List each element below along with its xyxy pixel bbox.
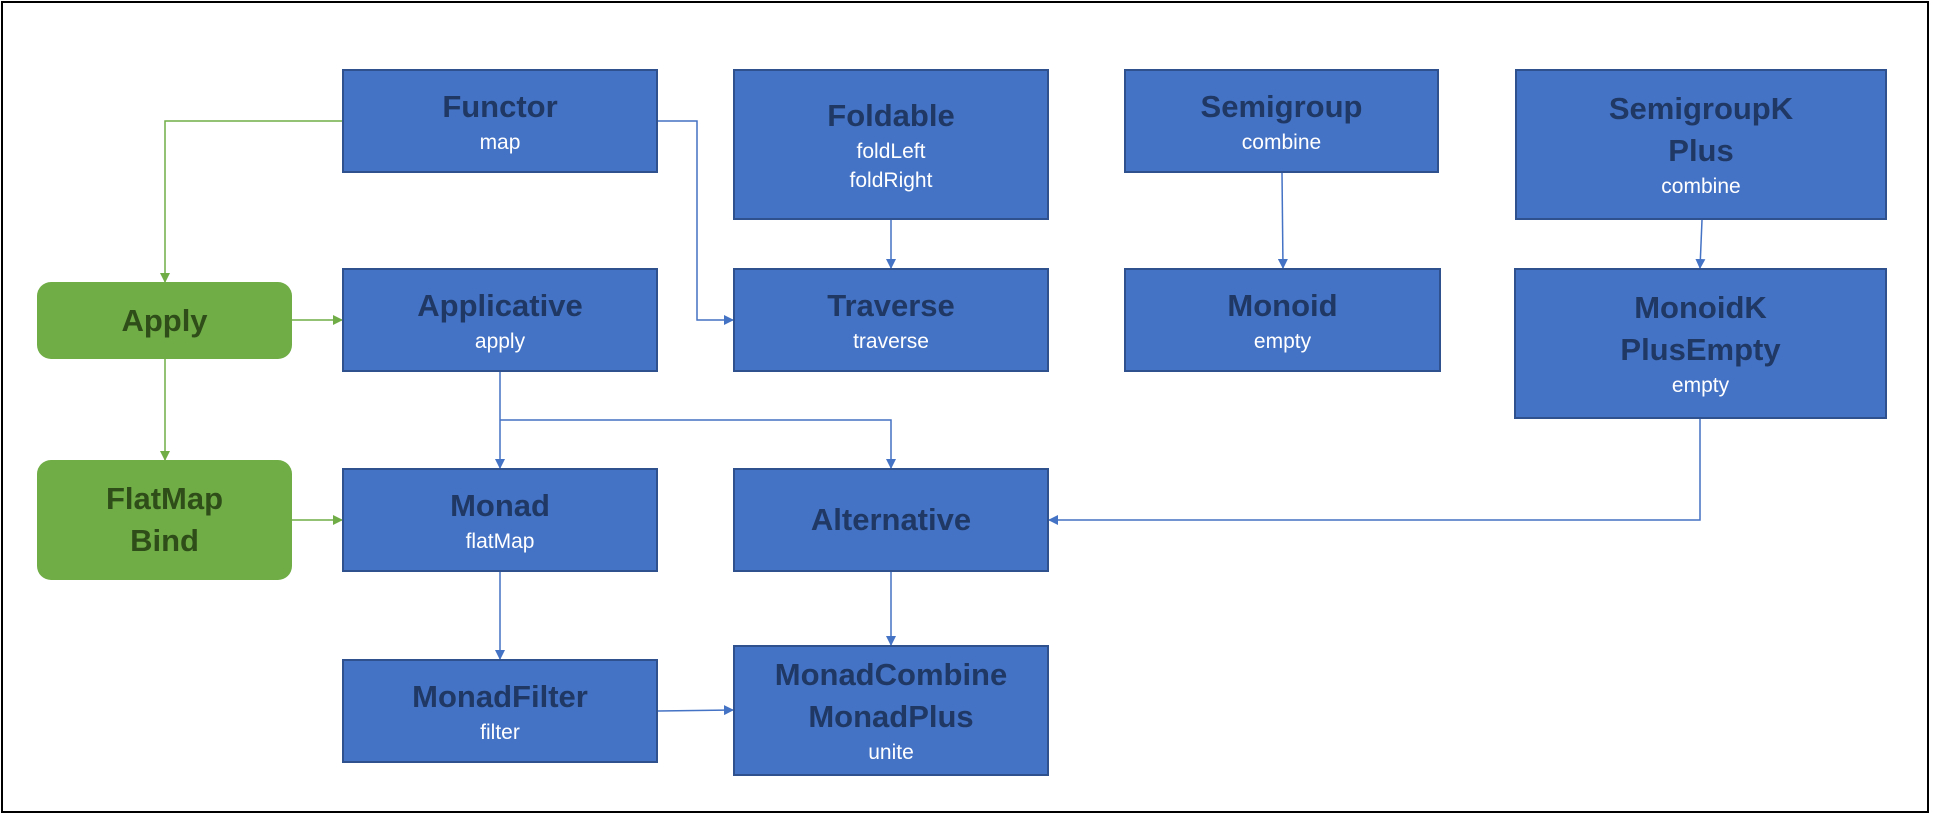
node-traverse-title: Traverse bbox=[827, 287, 955, 323]
node-applicative-method: apply bbox=[474, 329, 526, 353]
node-alternative-title: Alternative bbox=[810, 502, 972, 537]
node-monadfilter-title: MonadFilter bbox=[412, 678, 588, 714]
node-monoidk: MonoidK PlusEmpty empty bbox=[1514, 268, 1887, 419]
node-apply: Apply bbox=[37, 282, 292, 359]
edge-semigroup-monoid bbox=[1277, 172, 1288, 269]
edge-applicative-alternative bbox=[500, 419, 896, 469]
node-monad-title: Monad bbox=[450, 487, 550, 523]
node-semigroupk: SemigroupK Plus combine bbox=[1515, 69, 1887, 220]
node-alternative: Alternative bbox=[733, 468, 1049, 572]
node-foldable: Foldable foldLeft foldRight bbox=[733, 69, 1049, 220]
node-semigroupk-title: SemigroupK bbox=[1608, 91, 1794, 126]
node-monad-method: flatMap bbox=[465, 529, 535, 553]
edge-functor-apply bbox=[160, 120, 342, 283]
node-monadcombine-alias: MonadPlus bbox=[808, 699, 974, 734]
node-monoid: Monoid empty bbox=[1124, 268, 1441, 372]
node-functor-method: map bbox=[479, 130, 521, 154]
node-monadcombine: MonadCombine MonadPlus unite bbox=[733, 645, 1049, 776]
node-monoidk-alias: PlusEmpty bbox=[1620, 332, 1781, 367]
edge-monoidk-alternative bbox=[1048, 419, 1701, 525]
edge-functor-traverse bbox=[658, 120, 734, 325]
node-monadcombine-title: MonadCombine bbox=[774, 657, 1008, 692]
node-traverse: Traverse traverse bbox=[733, 268, 1049, 372]
edge-semigroupk-monoidk bbox=[1695, 219, 1706, 269]
node-flatmap-title: FlatMap bbox=[105, 481, 224, 516]
node-monoid-title: Monoid bbox=[1227, 287, 1338, 323]
node-monoidk-method: empty bbox=[1671, 374, 1730, 397]
node-semigroupk-method: combine bbox=[1661, 175, 1741, 198]
node-monadfilter: MonadFilter filter bbox=[342, 659, 658, 763]
node-apply-title: Apply bbox=[121, 302, 208, 338]
node-monad: Monad flatMap bbox=[342, 468, 658, 572]
node-flatmap: FlatMap Bind bbox=[37, 460, 292, 580]
node-semigroupk-alias: Plus bbox=[1668, 133, 1734, 168]
node-traverse-method: traverse bbox=[853, 329, 929, 353]
node-applicative-title: Applicative bbox=[417, 287, 583, 323]
node-monadcombine-method: unite bbox=[868, 741, 914, 764]
node-foldable-method: foldLeft bbox=[856, 139, 926, 163]
node-functor: Functor map bbox=[342, 69, 658, 173]
node-semigroup-method: combine bbox=[1241, 130, 1322, 154]
node-monoid-method: empty bbox=[1253, 329, 1312, 353]
node-semigroup: Semigroup combine bbox=[1124, 69, 1439, 173]
node-foldable-method: foldRight bbox=[849, 168, 933, 192]
node-monadfilter-method: filter bbox=[480, 720, 520, 744]
node-foldable-title: Foldable bbox=[827, 97, 955, 133]
edge-monadfilter-monadcombine bbox=[657, 705, 734, 716]
node-semigroup-title: Semigroup bbox=[1200, 88, 1363, 124]
node-monoidk-title: MonoidK bbox=[1634, 290, 1767, 325]
node-functor-title: Functor bbox=[442, 88, 558, 124]
node-applicative: Applicative apply bbox=[342, 268, 658, 372]
node-flatmap-alias: Bind bbox=[130, 523, 199, 558]
